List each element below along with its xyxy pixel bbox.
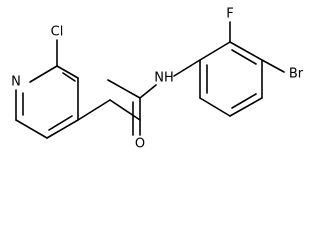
bond-p5-p6: [199, 97, 231, 117]
atom-label-amide-nh: NH: [154, 71, 174, 86]
atom-label-fluorine: F: [226, 7, 233, 22]
atom-label-chlorine: Cl: [51, 25, 64, 40]
bond-c4-c5: [46, 119, 79, 139]
bond-c3-c3-double: [62, 72, 76, 82]
bond-p4-br: [261, 59, 285, 73]
bond-p4-p5-double: [231, 93, 257, 109]
bond-c-nh: [139, 84, 157, 99]
bond-nh-aryl: [173, 59, 201, 77]
phenyl-ring: [199, 41, 263, 117]
bond-p1-p2: [199, 41, 231, 61]
bond-p2-p3-double: [231, 49, 257, 65]
structure-diagram: N Cl NH O F Br: [11, 7, 304, 152]
bond-p2-p3: [229, 41, 263, 61]
bond-c3-carbonyl: [77, 99, 111, 121]
bond-c4-c5-double: [48, 115, 73, 131]
bond-c5-c6: [15, 119, 48, 139]
amide-group: [77, 59, 201, 136]
atom-label-bromine: Br: [289, 67, 304, 82]
bond-carbonyl-c: [107, 79, 141, 99]
bond-c2-c3: [56, 65, 79, 79]
bond-co-double-a: [109, 99, 141, 121]
bond-n1-c2: [29, 65, 58, 83]
atom-label-amide-o: O: [135, 137, 145, 152]
bond-p4-p5: [229, 97, 263, 117]
atom-label-pyridine-n: N: [11, 75, 21, 90]
pyridine-ring: [15, 65, 79, 139]
